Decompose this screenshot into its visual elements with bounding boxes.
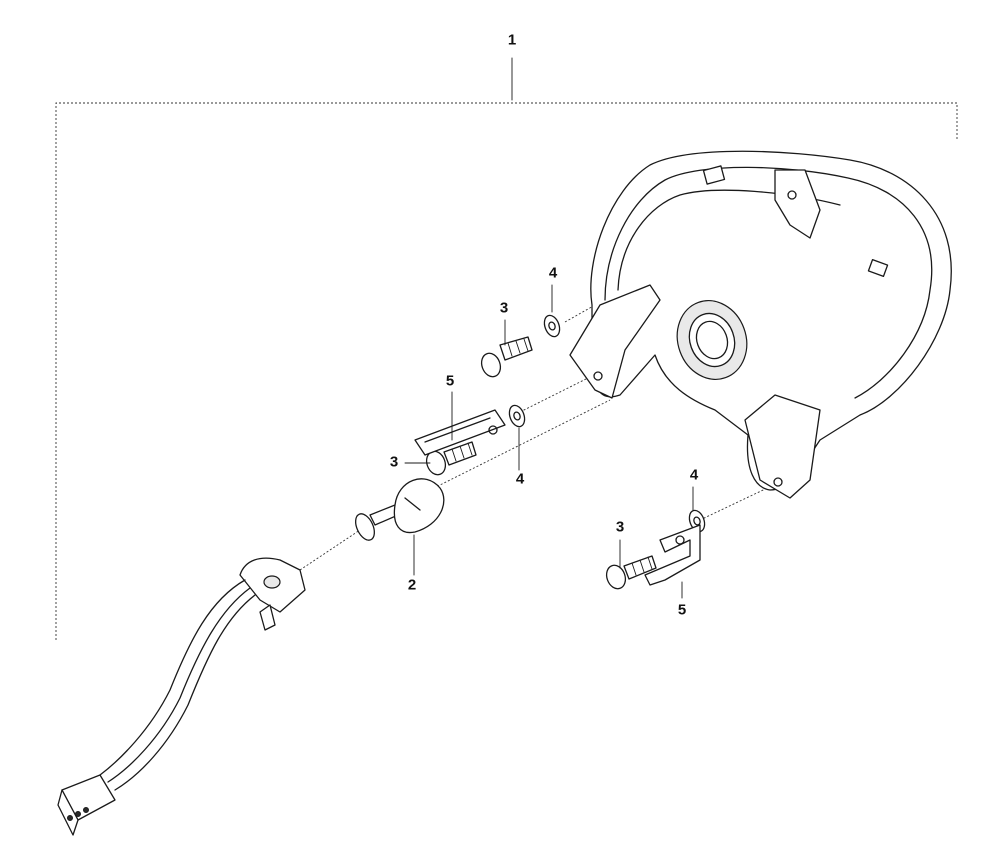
- callout-leaders: [404, 284, 694, 599]
- callout-3-lower: 3: [615, 518, 625, 536]
- screw-upper: [480, 336, 533, 378]
- callout-5-upper: 5: [445, 372, 455, 390]
- callout-3-upper: 3: [499, 299, 509, 317]
- callout-5-lower: 5: [677, 601, 687, 619]
- callout-3-middle: 3: [389, 453, 399, 471]
- bracket-lower: [644, 524, 701, 586]
- wire-connector: [57, 774, 116, 836]
- assembly-bracket: [55, 57, 958, 640]
- washer-lower: [688, 509, 706, 533]
- callout-4-lower: 4: [689, 466, 699, 484]
- bracket-upper: [414, 409, 506, 456]
- callout-2: 2: [407, 576, 417, 594]
- callout-4-middle: 4: [515, 470, 525, 488]
- bulb: [354, 478, 445, 541]
- bulb-socket: [239, 557, 306, 631]
- tail-light-housing: [569, 150, 952, 499]
- washer-upper: [543, 314, 561, 338]
- callout-1: 1: [507, 31, 517, 49]
- wiring-harness: [99, 579, 256, 791]
- washer-middle: [508, 404, 526, 428]
- screw-lower: [605, 555, 657, 590]
- callout-4-upper: 4: [548, 264, 558, 282]
